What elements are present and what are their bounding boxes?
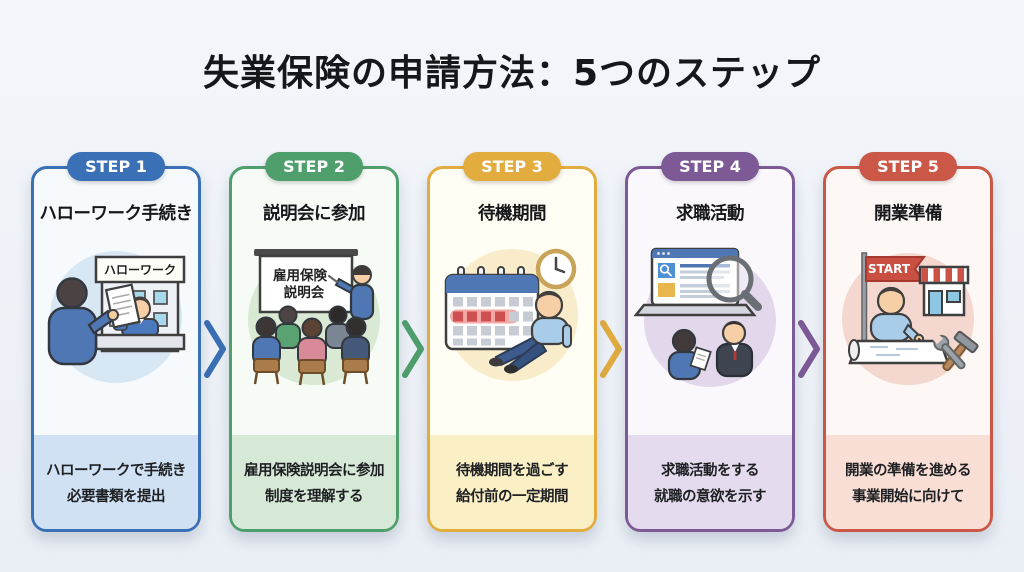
page-title: 失業保険の申請方法：5つのステップ xyxy=(202,53,822,94)
laptop-base xyxy=(633,303,757,317)
step-3-illustration xyxy=(430,231,594,409)
pointer-stick xyxy=(327,274,339,284)
listing-tile xyxy=(658,283,675,297)
step-4-description-line-2: 就職の意欲を示す xyxy=(654,488,767,505)
screen-bar xyxy=(254,249,358,256)
step-1-badge: STEP 1 xyxy=(67,152,165,181)
shoe xyxy=(489,357,503,367)
applicant-body xyxy=(47,306,98,366)
seminar-illustration: 雇用保険 説明会 xyxy=(248,249,380,386)
step-5-description-line-2: 事業開始に向けて xyxy=(852,488,965,505)
board-text-line-2: 説明会 xyxy=(284,284,325,301)
blueprint-paper xyxy=(848,339,950,365)
necktie xyxy=(733,351,737,360)
step-4-description-line-1: 求職活動をする xyxy=(661,462,760,479)
business-preparation-illustration: START xyxy=(842,252,979,385)
hellowork-sign xyxy=(94,255,186,284)
chair xyxy=(298,359,326,374)
chevron-right-icon xyxy=(402,320,424,378)
shop-window xyxy=(946,290,961,303)
audience-head xyxy=(255,316,277,338)
shop-door xyxy=(928,290,943,316)
step-5-illustration: START xyxy=(826,231,990,409)
magnifying-glass-handle xyxy=(741,290,762,311)
arrow-step4-to-step5 xyxy=(795,166,823,532)
step-3-description-line-1: 待機期間を過ごす xyxy=(455,462,569,479)
step-2-badge: STEP 2 xyxy=(265,152,363,181)
chair xyxy=(342,358,369,373)
step-card-1: STEP 1 ハローワーク手続き ハローワーク xyxy=(31,152,201,532)
audience-body xyxy=(275,323,301,349)
chevron-right-icon xyxy=(600,320,622,378)
step-1-description-line-1: ハローワークで手続き xyxy=(46,462,187,479)
audience-head xyxy=(345,316,367,338)
jobseeker-head xyxy=(671,328,697,354)
person-arm xyxy=(562,324,572,348)
chevron-right-icon xyxy=(204,320,226,378)
audience-head xyxy=(328,305,348,325)
planner-hair xyxy=(878,288,904,301)
step-1-description: ハローワークで手続き 必要書類を提出 xyxy=(34,435,198,529)
paper-roll xyxy=(848,339,860,361)
arrow-step1-to-step2 xyxy=(201,166,229,532)
step-5-badge: STEP 5 xyxy=(859,152,957,181)
step-4-description: 求職活動をする 就職の意欲を示す xyxy=(628,435,792,529)
shoe xyxy=(504,364,518,374)
counter xyxy=(94,333,186,351)
job-search-illustration xyxy=(633,247,776,387)
step-card-5: STEP 5 開業準備 START xyxy=(823,152,993,532)
step-4-title: 求職活動 xyxy=(676,204,745,224)
start-flag-text: START xyxy=(868,262,911,276)
chevron-right-icon xyxy=(798,320,820,378)
wrench-icon xyxy=(932,333,966,370)
step-4-badge: STEP 4 xyxy=(661,152,759,181)
step-card-2: STEP 2 説明会に参加 雇用保険 説明会 xyxy=(229,152,399,532)
step-2-description-line-1: 雇用保険説明会に参加 xyxy=(244,462,385,479)
planner-body xyxy=(869,312,913,343)
audience-head xyxy=(278,305,298,325)
step-card-4: STEP 4 求職活動 xyxy=(625,152,795,532)
board-text-line-1: 雇用保険 xyxy=(273,267,327,284)
step-3-badge: STEP 3 xyxy=(463,152,561,181)
step-2-description-line-2: 制度を理解する xyxy=(265,488,364,505)
step-3-description-line-2: 給付前の一定期間 xyxy=(456,488,569,505)
person-hair xyxy=(536,292,562,305)
step-2-description: 雇用保険説明会に参加 制度を理解する xyxy=(232,435,396,529)
presenter-body xyxy=(349,283,375,321)
search-icon xyxy=(659,264,670,274)
hellowork-counter-illustration: ハローワーク xyxy=(47,251,186,383)
step-5-description: 開業の準備を進める 事業開始に向けて xyxy=(826,435,990,529)
step-4-illustration xyxy=(628,231,792,409)
step-2-title: 説明会に参加 xyxy=(263,204,366,224)
arrow-step3-to-step4 xyxy=(597,166,625,532)
step-1-description-line-2: 必要書類を提出 xyxy=(67,488,166,505)
applicant-head xyxy=(56,277,88,309)
applicant-hand xyxy=(107,309,119,321)
arrow-step2-to-step3 xyxy=(399,166,427,532)
resume-paper xyxy=(689,346,712,372)
steps-row: STEP 1 ハローワーク手続き ハローワーク xyxy=(0,152,1024,532)
step-5-title: 開業準備 xyxy=(874,204,943,224)
step-2-illustration: 雇用保険 説明会 xyxy=(232,231,396,409)
step-3-title: 待機期間 xyxy=(478,204,547,224)
magnifying-glass-icon xyxy=(706,255,754,303)
step-5-description-line-1: 開業の準備を進める xyxy=(845,462,972,479)
chair xyxy=(253,358,280,373)
audience-head xyxy=(301,317,323,339)
step-1-title: ハローワーク手続き xyxy=(39,204,194,224)
step-card-3: STEP 3 待機期間 xyxy=(427,152,597,532)
step-1-illustration: ハローワーク xyxy=(34,231,198,409)
hellowork-sign-text: ハローワーク xyxy=(104,263,176,277)
waiting-period-illustration xyxy=(444,248,578,381)
step-3-description: 待機期間を過ごす 給付前の一定期間 xyxy=(430,435,594,529)
